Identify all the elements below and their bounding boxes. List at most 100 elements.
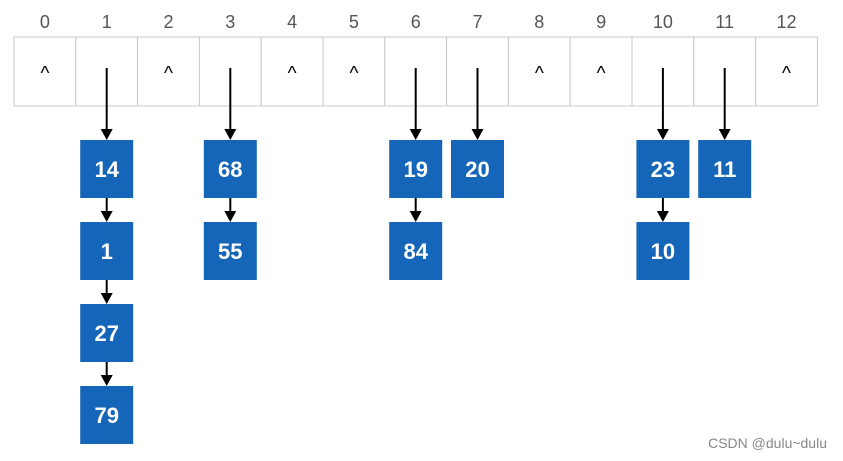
arrow-head bbox=[224, 129, 237, 140]
next-pointer-arrow bbox=[100, 280, 113, 304]
bucket-cell-box bbox=[322, 36, 386, 107]
bucket-index-label: 9 bbox=[596, 12, 606, 32]
chain-node: 11 bbox=[698, 140, 752, 198]
chain-node: 84 bbox=[389, 222, 443, 280]
chain-node: 14 bbox=[80, 140, 134, 198]
chain-node: 23 bbox=[636, 140, 690, 198]
node-value: 55 bbox=[218, 239, 242, 264]
null-pointer-symbol: ^ bbox=[288, 64, 297, 85]
bucket-index-label: 2 bbox=[163, 12, 173, 32]
arrow-head bbox=[718, 129, 731, 140]
null-pointer-symbol: ^ bbox=[164, 64, 173, 85]
bucket-index-label: 3 bbox=[225, 12, 235, 32]
bucket-index-label: 12 bbox=[776, 12, 796, 32]
bucket-cell-box bbox=[13, 36, 77, 107]
chain-node: 20 bbox=[451, 140, 504, 198]
node-value: 23 bbox=[651, 157, 675, 182]
bucket-cell: ^ bbox=[13, 36, 77, 107]
chain-3: 68 55 bbox=[203, 68, 257, 280]
bucket-pointer-arrow bbox=[656, 68, 669, 140]
chain-10: 23 10 bbox=[636, 68, 690, 280]
node-box bbox=[80, 386, 134, 444]
bucket-cell: ^ bbox=[507, 36, 571, 107]
null-pointer-symbol: ^ bbox=[535, 64, 544, 85]
chain-node: 10 bbox=[636, 222, 690, 280]
null-pointer-symbol: ^ bbox=[597, 64, 606, 85]
node-value: 20 bbox=[465, 157, 489, 182]
node-box bbox=[636, 140, 690, 198]
bucket-index-label: 5 bbox=[349, 12, 359, 32]
bucket-index-label: 1 bbox=[102, 12, 112, 32]
node-value: 11 bbox=[713, 157, 736, 182]
node-box bbox=[389, 222, 443, 280]
chain-node: 55 bbox=[203, 222, 257, 280]
bucket-cell-box bbox=[260, 36, 324, 107]
chain-node: 1 bbox=[80, 222, 134, 280]
node-value: 10 bbox=[651, 239, 675, 264]
next-pointer-arrow bbox=[409, 198, 422, 222]
arrow-head bbox=[409, 129, 422, 140]
chain-1: 14 1 27 79 bbox=[80, 68, 134, 444]
node-value: 1 bbox=[101, 239, 113, 264]
bucket-pointer-arrow bbox=[471, 68, 484, 140]
node-value: 14 bbox=[94, 157, 119, 182]
arrow-head bbox=[100, 129, 113, 140]
chain-7: 20 bbox=[451, 68, 504, 198]
bucket-cell: ^ bbox=[569, 36, 633, 107]
node-value: 68 bbox=[218, 157, 242, 182]
bucket-index-label: 7 bbox=[472, 12, 482, 32]
node-value: 27 bbox=[94, 321, 118, 346]
node-value: 19 bbox=[403, 157, 427, 182]
null-pointer-symbol: ^ bbox=[40, 64, 49, 85]
bucket-cell: ^ bbox=[322, 36, 386, 107]
arrow-head bbox=[100, 293, 113, 304]
bucket-cell: ^ bbox=[137, 36, 200, 107]
watermark-text: CSDN @dulu~dulu bbox=[708, 435, 827, 451]
node-box bbox=[698, 140, 752, 198]
node-value: 79 bbox=[94, 403, 118, 428]
bucket-pointer-arrow bbox=[224, 68, 237, 140]
next-pointer-arrow bbox=[224, 198, 237, 222]
next-pointer-arrow bbox=[656, 198, 669, 222]
chain-node: 19 bbox=[389, 140, 443, 198]
node-box bbox=[203, 140, 257, 198]
bucket-pointer-arrow bbox=[409, 68, 422, 140]
bucket-cell: ^ bbox=[260, 36, 324, 107]
next-pointer-arrow bbox=[100, 198, 113, 222]
arrow-head bbox=[100, 375, 113, 386]
arrow-head bbox=[409, 211, 422, 222]
chain-node: 27 bbox=[80, 304, 134, 362]
arrow-head bbox=[224, 211, 237, 222]
node-box bbox=[80, 140, 134, 198]
bucket-cell-box bbox=[755, 36, 818, 107]
null-pointer-symbol: ^ bbox=[782, 64, 791, 85]
node-box bbox=[80, 222, 134, 280]
node-box bbox=[451, 140, 504, 198]
bucket-pointer-arrow bbox=[100, 68, 113, 140]
bucket-index-label: 4 bbox=[287, 12, 297, 32]
bucket-index-label: 6 bbox=[411, 12, 421, 32]
arrow-head bbox=[656, 211, 669, 222]
arrow-head bbox=[100, 211, 113, 222]
node-value: 84 bbox=[403, 239, 428, 264]
bucket-cell-box bbox=[569, 36, 633, 107]
node-box bbox=[203, 222, 257, 280]
bucket-cell: ^ bbox=[755, 36, 818, 107]
bucket-index-label: 11 bbox=[715, 12, 734, 32]
bucket-index-label: 8 bbox=[534, 12, 544, 32]
node-box bbox=[80, 304, 134, 362]
chain-node: 68 bbox=[203, 140, 257, 198]
next-pointer-arrow bbox=[100, 362, 113, 386]
arrow-head bbox=[471, 129, 484, 140]
bucket-index-label: 10 bbox=[653, 12, 673, 32]
null-pointer-symbol: ^ bbox=[349, 64, 358, 85]
bucket-pointer-arrow bbox=[718, 68, 731, 140]
chain-node: 79 bbox=[80, 386, 134, 444]
arrow-head bbox=[656, 129, 669, 140]
bucket-index-label: 0 bbox=[40, 12, 50, 32]
chain-11: 11 bbox=[698, 68, 752, 198]
